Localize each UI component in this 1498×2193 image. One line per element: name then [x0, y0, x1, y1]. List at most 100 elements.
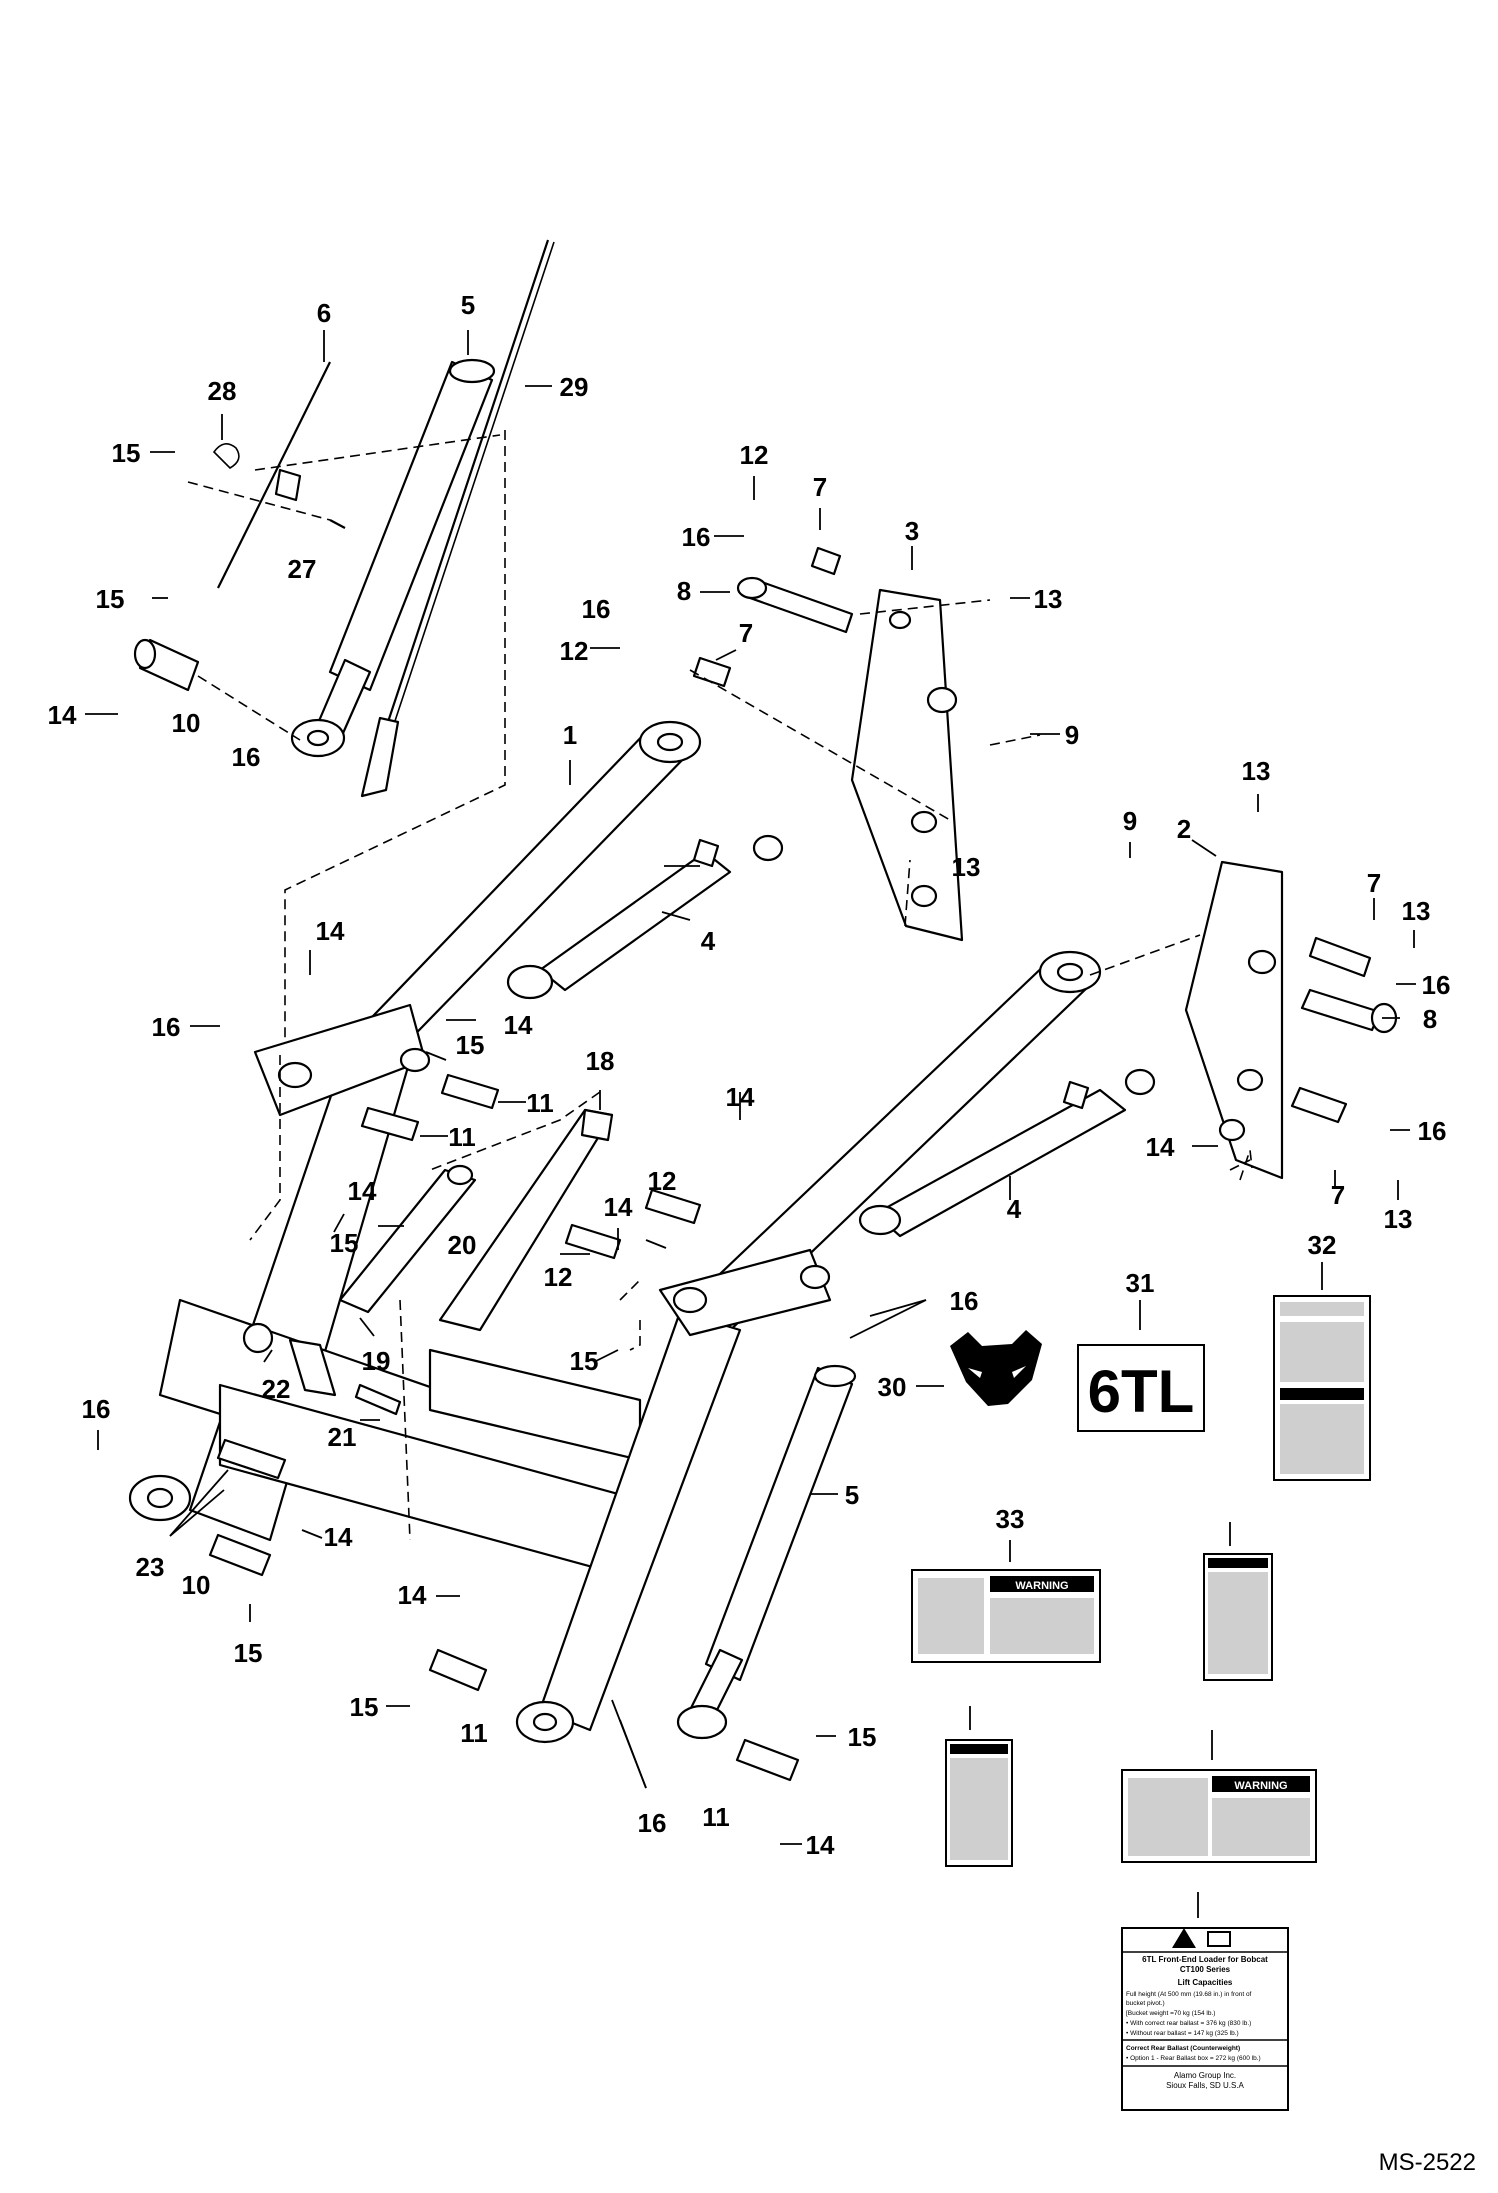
callout-14-a: 14	[48, 700, 77, 730]
callout-6: 6	[317, 298, 331, 328]
callout-7-c: 7	[1367, 868, 1381, 898]
callout-28: 32	[1308, 1230, 1337, 1260]
callout-10-d: 11	[702, 1802, 730, 1832]
drawing-reference: MS-2522	[1379, 2149, 1476, 2176]
pin-10-upper	[133, 638, 200, 692]
lift-cylinder-lower	[676, 1364, 857, 1740]
warning-decal-28	[1273, 1295, 1371, 1481]
indicator-bracket-6	[212, 361, 331, 589]
cap-maker-2: Sioux Falls, SD U.S.A	[1166, 2081, 1244, 2090]
callout-9-a: 9	[1065, 720, 1079, 750]
callout-1: 1	[563, 720, 577, 750]
small-pin-23	[329, 519, 346, 529]
capacity-decal-33: 6TL Front-End Loader for Bobcat CT100 Se…	[1121, 1927, 1289, 2111]
callout-11-b: 11	[448, 1122, 476, 1152]
bucket-cylinder-left	[506, 834, 784, 1000]
callout-16-a: 16	[232, 742, 261, 772]
dash-lines-right	[1089, 934, 1253, 1181]
dash-lines-top-left	[187, 430, 506, 1060]
decal-6tl-text: 6TL	[1088, 1358, 1195, 1425]
callout-14-g: 14	[398, 1580, 427, 1610]
callout-15-g: 15	[350, 1692, 379, 1722]
callout-25: 29	[560, 372, 589, 402]
dash-lines-mid	[249, 1055, 641, 1541]
pivot-bracket-left	[850, 588, 964, 942]
callout-21: 22	[262, 1374, 291, 1404]
warning-decal-30	[1203, 1553, 1273, 1681]
link-17	[438, 1108, 614, 1332]
pins-7-8-right	[1290, 936, 1398, 1124]
callout-10-a: 10	[172, 708, 201, 738]
callout-18: 19	[362, 1346, 391, 1376]
callout-16-g: 16	[950, 1286, 979, 1316]
callout-16-h: 16	[82, 1394, 111, 1424]
callout-27: 31	[1126, 1268, 1155, 1298]
callout-15-a: 15	[112, 438, 141, 468]
pins-11	[360, 1073, 702, 1260]
callout-4-b: 4	[1007, 1194, 1022, 1224]
callout-7-b: 7	[739, 618, 753, 648]
cap-line-7: • Option 1 - Rear Ballast box = 272 kg (…	[1126, 2055, 1261, 2062]
callout-14-f: 14	[324, 1522, 353, 1552]
callout-16-b: 16	[682, 522, 711, 552]
cap-line-6: Correct Rear Ballast (Counterweight)	[1126, 2045, 1240, 2052]
pins-7-8-left	[692, 546, 854, 688]
cap-title-1: 6TL Front-End Loader for Bobcat	[1142, 1955, 1268, 1964]
callout-12-b: 12	[560, 636, 589, 666]
loader-arm-right	[515, 950, 1102, 1744]
callout-26: 30	[878, 1372, 907, 1402]
callout-16-e: 16	[152, 1012, 181, 1042]
cap-line-2: bucket pivot.)	[1126, 2000, 1165, 2007]
cap-line-4: • With correct rear ballast = 376 kg (83…	[1126, 2020, 1251, 2027]
callout-17: 18	[586, 1046, 615, 1076]
callout-20: 21	[328, 1422, 357, 1452]
leader-lines	[85, 330, 1416, 1918]
warning-decal-29: WARNING	[911, 1569, 1101, 1663]
callout-12-c: 13	[1402, 896, 1431, 926]
bucket-cylinder-right	[858, 1068, 1156, 1238]
callout-9-b: 9	[1123, 806, 1137, 836]
pivot-bracket-right	[1184, 860, 1284, 1180]
callout-14-b: 14	[316, 916, 345, 946]
bobcat-logo-decal	[950, 1330, 1042, 1406]
callout-12-d: 13	[1384, 1204, 1413, 1234]
callout-16-i: 16	[638, 1808, 667, 1838]
callout-labels: 6 5 29 28 15 27 15 14 10 16 1 12 7 16 3 …	[48, 290, 1451, 1860]
callout-15-c: 15	[456, 1030, 485, 1060]
callout-11-d: 12	[544, 1262, 573, 1292]
callout-14-h: 14	[806, 1830, 835, 1860]
callout-23: 27	[288, 554, 317, 584]
callout-12-a: 12	[740, 440, 769, 470]
link-18	[338, 1164, 477, 1314]
cap-line-3: [Bucket weight =70 kg (154 lb.)	[1126, 2010, 1215, 2017]
cap-maker-1: Alamo Group Inc.	[1174, 2071, 1236, 2080]
callout-24: 28	[208, 376, 237, 406]
callout-14-d: 14	[726, 1082, 755, 1112]
callout-15-d: 15	[330, 1228, 359, 1258]
cap-title-2: CT100 Series	[1180, 1965, 1231, 1974]
callout-15-b: 15	[96, 584, 125, 614]
callout-16-c: 16	[582, 594, 611, 624]
callout-4-a: 4	[701, 926, 716, 956]
cap-line-5: • Without rear ballast = 147 kg (325 lb.…	[1126, 2030, 1239, 2037]
dash-lines-top-mid	[689, 599, 1041, 927]
warning-decal-32: WARNING	[1121, 1769, 1317, 1863]
cap-line-1: Full height (At 500 mm (19.68 in.) in fr…	[1126, 1991, 1252, 1998]
callout-2: 2	[1177, 814, 1191, 844]
callout-7-a: 7	[813, 472, 827, 502]
warning-word-32: WARNING	[1234, 1780, 1287, 1792]
callout-10-b: 10	[182, 1570, 211, 1600]
callout-22: 23	[136, 1552, 165, 1582]
decal-6tl: 6TL	[1077, 1344, 1205, 1432]
warning-word-29: WARNING	[1015, 1580, 1068, 1592]
callout-8-a: 8	[677, 576, 691, 606]
callout-19: 20	[448, 1230, 477, 1260]
lower-pins-left	[208, 1438, 287, 1577]
callout-16-f: 16	[1418, 1116, 1447, 1146]
callout-14-c: 14	[504, 1010, 533, 1040]
latch-parts-20-21	[242, 1322, 402, 1416]
lower-pins-bottom	[428, 1648, 800, 1782]
callout-15-f: 15	[234, 1638, 263, 1668]
callout-13-e: 14	[348, 1176, 377, 1206]
